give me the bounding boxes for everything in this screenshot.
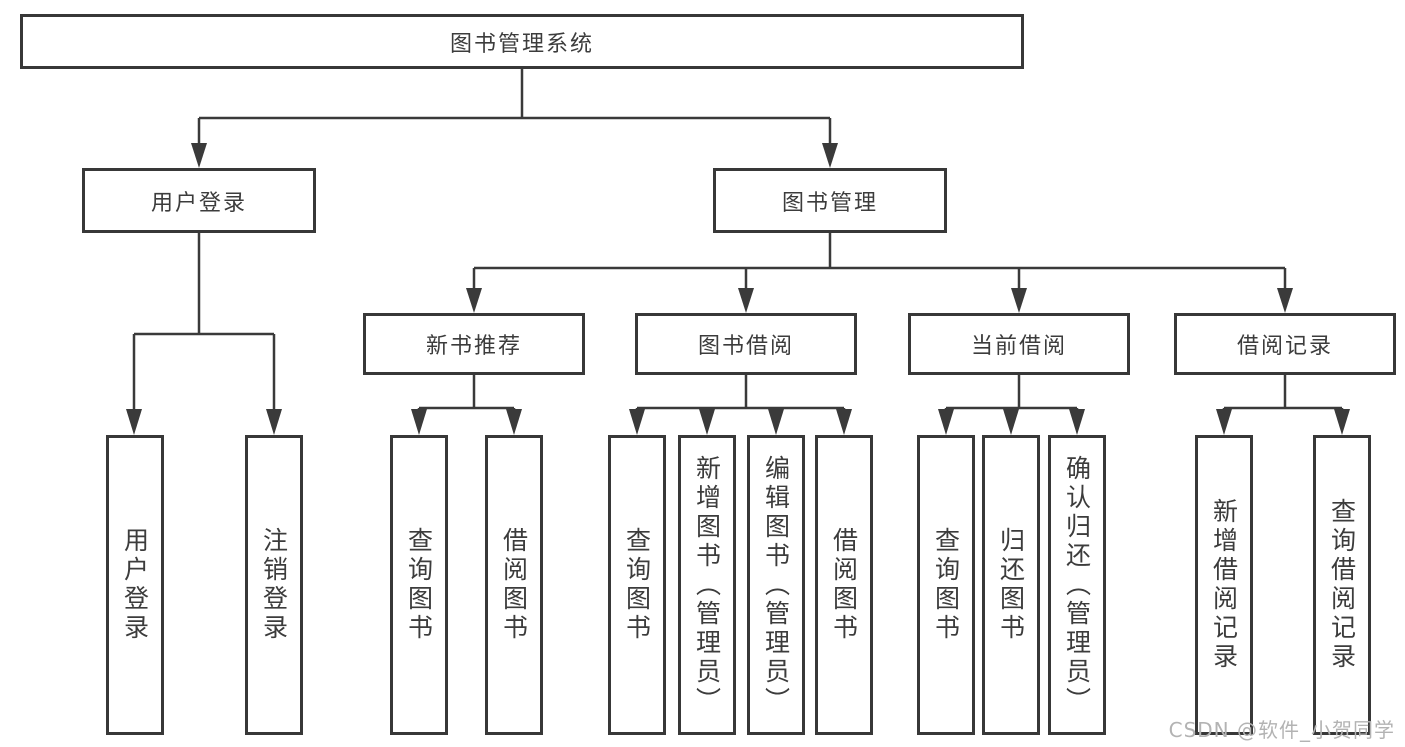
leaf-bb-borrow-books: 借阅图书 <box>815 435 873 735</box>
arrowhead <box>1216 409 1232 435</box>
leaf-bb-borrow-books-label: 借阅图书 <box>829 527 859 643</box>
leaf-br-add-record-label: 新增借阅记录 <box>1209 498 1239 672</box>
leaf-user-login-label: 用户登录 <box>120 527 150 643</box>
leaf-br-query-record: 查询借阅记录 <box>1313 435 1371 735</box>
leaf-bb-edit-books-label: 编辑图书（管理员） <box>761 454 791 716</box>
node-current-borrow: 当前借阅 <box>908 313 1130 375</box>
node-book-management: 图书管理 <box>713 168 947 233</box>
leaf-cb-confirm-return: 确认归还（管理员） <box>1048 435 1106 735</box>
edge-borrowrecords-to-leaves <box>1222 375 1344 414</box>
arrowhead <box>699 409 715 435</box>
arrowhead <box>466 288 482 313</box>
leaf-bb-add-books: 新增图书（管理员） <box>678 435 736 735</box>
edge-newbook-to-leaves <box>417 375 516 414</box>
leaf-logout: 注销登录 <box>245 435 303 735</box>
edge-userlogin-to-leaves <box>132 233 276 412</box>
leaf-br-add-record: 新增借阅记录 <box>1195 435 1253 735</box>
arrowhead <box>266 409 282 435</box>
leaf-cb-confirm-return-label: 确认归还（管理员） <box>1062 454 1092 716</box>
leaf-bb-query-books-label: 查询图书 <box>622 527 652 643</box>
node-borrow-records: 借阅记录 <box>1174 313 1396 375</box>
leaf-nb-borrow-books-label: 借阅图书 <box>499 527 529 643</box>
leaf-nb-borrow-books: 借阅图书 <box>485 435 543 735</box>
leaf-nb-query-books-label: 查询图书 <box>404 527 434 643</box>
arrowhead <box>1334 409 1350 435</box>
edge-bookmgmt-to-level3 <box>472 233 1287 291</box>
arrowhead <box>1277 288 1293 313</box>
csdn-watermark: CSDN @软件_小贺同学 <box>1168 718 1395 742</box>
arrowhead <box>822 143 838 168</box>
arrowhead <box>938 409 954 435</box>
node-new-book-recommend: 新书推荐 <box>363 313 585 375</box>
leaf-bb-add-books-label: 新增图书（管理员） <box>692 454 722 716</box>
leaf-cb-return-books-label: 归还图书 <box>996 527 1026 643</box>
leaf-logout-label: 注销登录 <box>259 527 289 643</box>
arrowhead <box>1003 409 1019 435</box>
arrowhead <box>1069 409 1085 435</box>
arrowhead <box>738 288 754 313</box>
leaf-user-login: 用户登录 <box>106 435 164 735</box>
arrowhead <box>629 409 645 435</box>
leaf-cb-query-books-label: 查询图书 <box>931 527 961 643</box>
edge-bookborrow-to-leaves <box>635 375 846 414</box>
leaf-bb-query-books: 查询图书 <box>608 435 666 735</box>
arrowhead <box>191 143 207 168</box>
leaf-nb-query-books: 查询图书 <box>390 435 448 735</box>
node-user-login: 用户登录 <box>82 168 316 233</box>
leaf-cb-query-books: 查询图书 <box>917 435 975 735</box>
node-book-borrow: 图书借阅 <box>635 313 857 375</box>
arrowhead <box>836 409 852 435</box>
leaf-cb-return-books: 归还图书 <box>982 435 1040 735</box>
arrowhead <box>506 409 522 435</box>
arrowhead <box>768 409 784 435</box>
edge-root-to-level2 <box>197 69 832 146</box>
node-root: 图书管理系统 <box>20 14 1024 69</box>
edge-currentborrow-to-leaves <box>944 375 1079 414</box>
arrowhead <box>411 409 427 435</box>
arrowhead <box>126 409 142 435</box>
leaf-bb-edit-books: 编辑图书（管理员） <box>747 435 805 735</box>
leaf-br-query-record-label: 查询借阅记录 <box>1327 498 1357 672</box>
arrowhead <box>1011 288 1027 313</box>
